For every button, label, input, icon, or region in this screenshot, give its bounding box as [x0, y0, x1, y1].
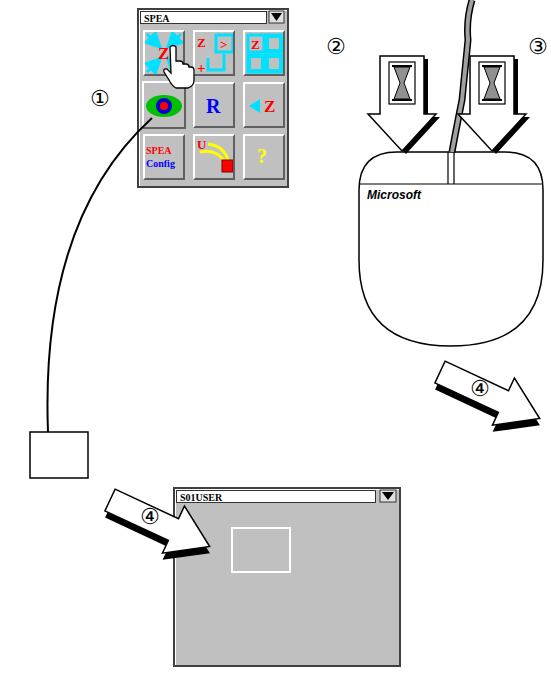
window-title: S01USER [176, 490, 376, 503]
pan-path-icon [208, 54, 224, 70]
tool-button: Z [243, 82, 285, 128]
user-window-fill [173, 487, 401, 667]
mouse-outline-svg [357, 150, 545, 348]
arrow-shadow [462, 59, 530, 154]
zoom-arrow [172, 34, 181, 43]
dropdown-triangle [271, 13, 282, 21]
user-square [222, 160, 233, 172]
button-glyph: Z [197, 35, 206, 51]
button-glyph: SPEA [146, 145, 172, 156]
mouse-body: Microsoft [357, 150, 545, 348]
grid-cell [248, 55, 264, 72]
arrow-body [368, 56, 436, 151]
grid-cell-inner [269, 58, 279, 69]
callout-number: ④ [470, 378, 490, 400]
tool-button: Z [143, 30, 185, 76]
back-triangle [249, 99, 260, 113]
button-glyph: U [197, 137, 206, 153]
dropdown-button [380, 490, 396, 502]
dropdown-triangle [382, 492, 394, 500]
zoom-rectangle [232, 528, 290, 572]
callout-number: ② [326, 36, 346, 58]
grid-cell-inner [251, 58, 261, 69]
button-bevel-dark [143, 82, 185, 128]
mouse-cable [452, 0, 472, 152]
zoom-arrow [172, 63, 181, 72]
eye-white [146, 95, 182, 117]
hand-cursor [164, 46, 194, 89]
arrow-body [429, 348, 551, 442]
hourglass-arrow [368, 56, 440, 154]
selection-square [30, 432, 88, 478]
callout-number: ③ [528, 36, 548, 58]
window-frame: SPEA Z Z > + Z R Z SPEA Config U? [137, 8, 289, 188]
hourglass-cap [482, 99, 502, 101]
dropdown-button [269, 11, 284, 23]
move-arrow [426, 348, 551, 448]
eye-button [143, 82, 185, 128]
eye-pupil [160, 102, 168, 110]
button-glyph: Z [158, 44, 169, 64]
brand-text: Microsoft [367, 188, 421, 202]
toolbar-window-fill [137, 8, 289, 188]
grid-cell [266, 35, 282, 52]
arrow-body [458, 56, 526, 151]
arrow-shadow [99, 483, 221, 577]
button-glyph: > [220, 37, 227, 53]
zoom-arrow [147, 34, 156, 43]
eye-iris [156, 98, 172, 114]
button-bevel-light [143, 82, 185, 128]
tool-button: Z > + [193, 30, 235, 76]
tool-button: U [193, 134, 235, 180]
tool-button: Z [243, 30, 285, 76]
mouse-cable-outline [452, 0, 472, 152]
arrow-body [99, 476, 221, 570]
move-arrow [96, 476, 223, 576]
button-glyph: ? [257, 145, 267, 168]
tool-button: ? [243, 134, 285, 180]
arrow-shadow [372, 59, 440, 154]
button-glyph: + [197, 60, 206, 77]
zoom-arrow [147, 63, 156, 72]
tool-button: R [193, 82, 235, 128]
pan-box-icon [216, 35, 233, 52]
grid-cell [266, 55, 282, 72]
hourglass-cap [392, 65, 412, 67]
tool-button: SPEA Config [143, 134, 185, 180]
button-glyph: R [206, 95, 220, 118]
grid-cell [248, 35, 264, 52]
button-glyph: Config [146, 158, 175, 169]
callout-number: ④ [140, 506, 160, 528]
mouse-outline [359, 152, 543, 346]
mouse-button-divider [359, 152, 543, 184]
user-curve [208, 144, 228, 160]
window-title: SPEA [140, 11, 267, 24]
hourglass-frame [389, 62, 415, 104]
button-glyph: Z [251, 37, 260, 53]
hourglass-cap [392, 99, 412, 101]
hourglass-frame [479, 62, 505, 104]
hourglass-arrow [458, 56, 530, 154]
grid-cell-inner [269, 38, 279, 49]
hourglass-cap [482, 65, 502, 67]
leader-curve [47, 118, 152, 432]
callout-number: ① [90, 88, 110, 110]
hourglass [394, 67, 410, 99]
button-glyph: Z [264, 97, 275, 117]
window-frame: S01USER [173, 487, 401, 667]
hourglass [484, 67, 500, 99]
arrow-shadow [429, 355, 551, 449]
